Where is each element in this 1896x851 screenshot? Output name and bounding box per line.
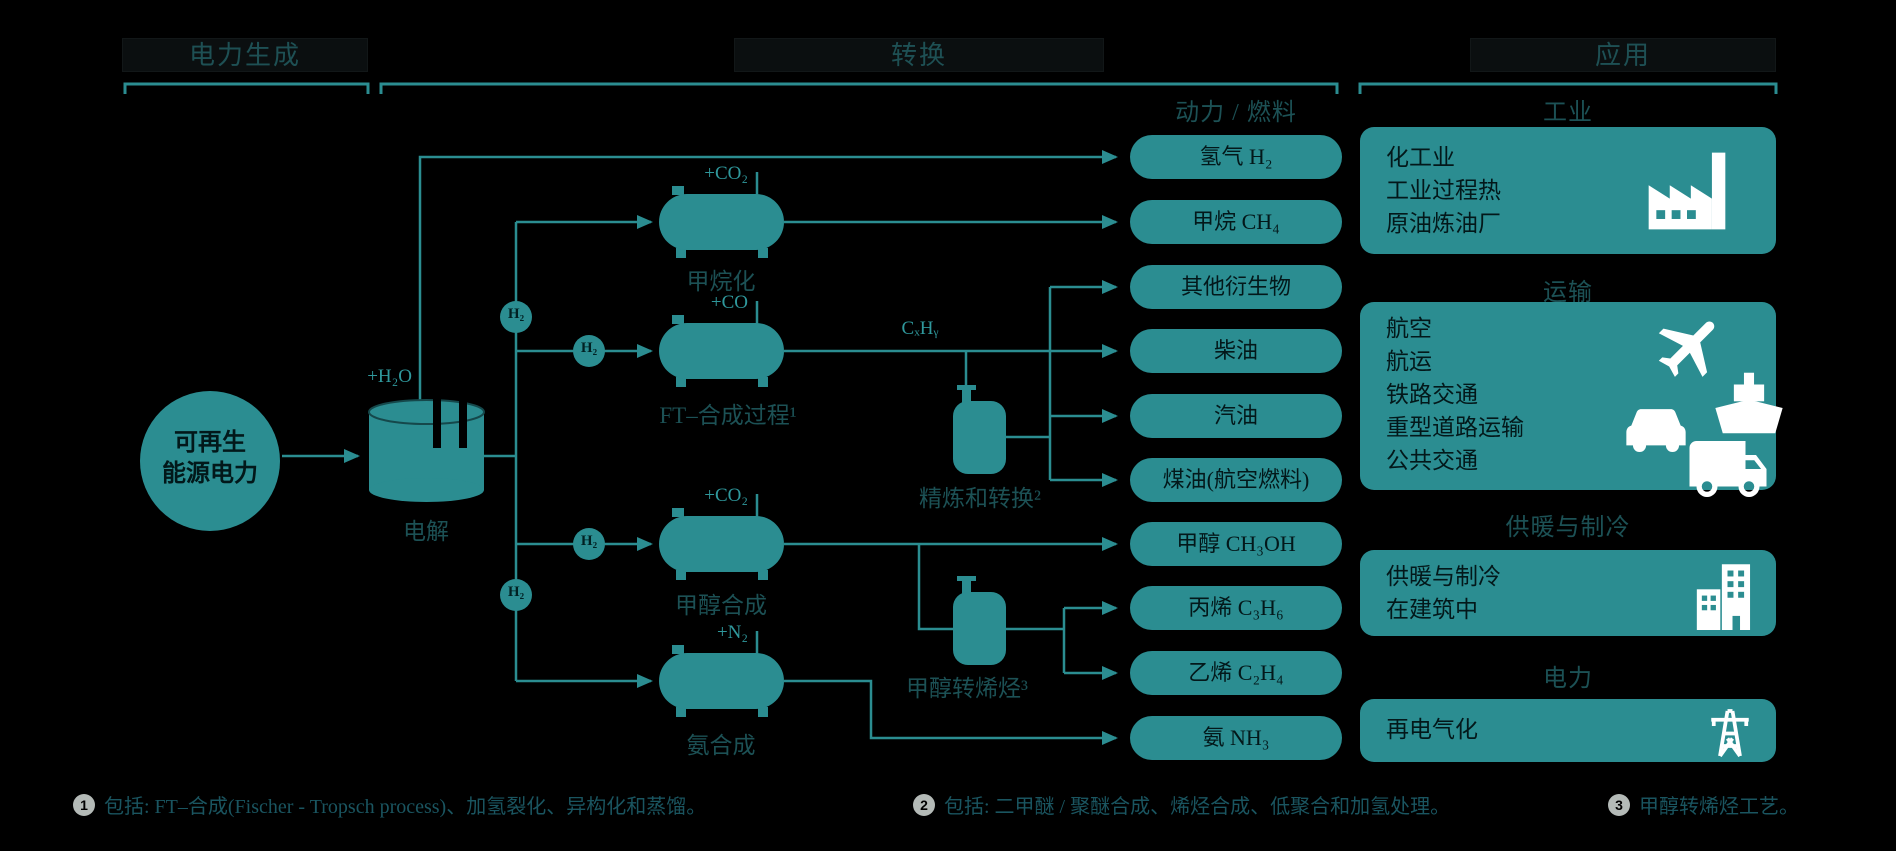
refining-label: 精炼和转换² xyxy=(919,486,1041,511)
fuel-pill-ethylene: 乙烯 C₂H₄ xyxy=(1130,651,1342,695)
methanol-synthesis-label: 甲醇合成 xyxy=(675,593,767,618)
application-box-transport: 航空 航运 铁路交通 重型道路运输 公共交通 xyxy=(1360,302,1783,497)
mto-label: 甲醇转烯烃³ xyxy=(906,676,1028,701)
subtitle-heating: 供暖与制冷 xyxy=(1505,515,1631,541)
header-power-generation: 电力生成 xyxy=(122,38,368,72)
methanol-feed-label: +CO₂ xyxy=(704,485,748,506)
fuel-pill-kerosene: 煤油(航空燃料) xyxy=(1130,458,1342,502)
footnote-3-marker: 3 xyxy=(1608,793,1630,816)
footnote-1-text: 包括: FT–合成(Fischer - Tropsch process)、加氢裂… xyxy=(104,796,707,818)
h2-badge: H₂ xyxy=(507,584,525,600)
application-box-heating: 供暖与制冷 在建筑中 xyxy=(1360,550,1776,636)
h2-to-hydrogen-line xyxy=(418,150,1118,405)
footnote-2: 2 包括: 二甲醚 / 聚醚合成、烯烃合成、低聚合和加氢处理。 xyxy=(913,790,1450,819)
ft-synthesis-label: FT–合成过程¹ xyxy=(659,403,797,428)
h2-junction-circles xyxy=(500,301,605,611)
refining-vessel xyxy=(953,385,1006,474)
building-icon xyxy=(1686,558,1764,630)
electrode-pins xyxy=(428,376,472,448)
footnote-2-text: 包括: 二甲醚 / 聚醚合成、烯烃合成、低聚合和加氢处理。 xyxy=(944,796,1451,818)
ft-synthesis-tank xyxy=(659,315,784,387)
electrolysis-label: 电解 xyxy=(403,519,449,544)
plane-icon xyxy=(1636,292,1746,402)
fuel-pill-ammonia: 氨 NH₃ xyxy=(1130,716,1342,760)
fuel-pill-gasoline: 汽油 xyxy=(1130,394,1342,438)
footnote-3-text: 甲醇转烯烃工艺。 xyxy=(1639,796,1799,818)
power-body: 再电气化 xyxy=(1386,717,1478,742)
transport-body: 航空 航运 铁路交通 重型道路运输 公共交通 xyxy=(1386,316,1524,473)
fuel-pill-hydrogen: 氢气 H₂ xyxy=(1130,135,1342,179)
footnote-1-marker: 1 xyxy=(73,793,95,816)
subtitle-power: 电力 xyxy=(1543,666,1593,692)
factory-icon xyxy=(1632,145,1742,237)
fuel-pill-derivatives: 其他衍生物 xyxy=(1130,265,1342,309)
power-tower-icon xyxy=(1700,701,1760,761)
methanation-label: 甲烷化 xyxy=(686,269,756,294)
cxhy-label: CₓHᵧ xyxy=(901,318,939,339)
ammonia-synthesis-tank xyxy=(659,645,784,717)
footnote-2-marker: 2 xyxy=(913,793,935,816)
header-application: 应用 xyxy=(1470,38,1776,72)
heating-body: 供暖与制冷 在建筑中 xyxy=(1386,564,1501,622)
footnote-1: 1 包括: FT–合成(Fischer - Tropsch process)、加… xyxy=(73,790,706,819)
ammonia-synthesis-label: 氨合成 xyxy=(686,733,756,758)
ammonia-feed-label: +N₂ xyxy=(716,622,748,643)
section-bracket-lines xyxy=(123,82,1778,94)
ship-icon xyxy=(1708,366,1790,440)
mto-vessel xyxy=(953,576,1006,665)
application-box-power: 再电气化 xyxy=(1360,699,1776,762)
mto-feed xyxy=(917,544,953,631)
renewable-source-label: 可再生 能源电力 xyxy=(162,430,258,488)
subtitle-power-fuels: 动力 / 燃料 xyxy=(1175,100,1297,126)
car-icon xyxy=(1616,396,1696,452)
header-conversion: 转换 xyxy=(734,38,1104,72)
truck-icon xyxy=(1682,434,1774,504)
subtitle-industry: 工业 xyxy=(1543,100,1593,126)
methanation-feed-label: +CO₂ xyxy=(704,163,748,184)
fuel-pill-methane: 甲烷 CH₄ xyxy=(1130,200,1342,244)
methanation-tank xyxy=(659,186,784,258)
application-box-industry: 化工业 工业过程热 原油炼油厂 xyxy=(1360,127,1776,254)
water-input-label: +H₂O xyxy=(367,366,412,387)
fuel-pill-propylene: 丙烯 C₃H₆ xyxy=(1130,586,1342,630)
electrolyzer-vessel xyxy=(368,376,485,502)
methanol-synthesis-tank xyxy=(659,508,784,580)
fuel-pill-diesel: 柴油 xyxy=(1130,329,1342,373)
fuel-pill-methanol: 甲醇 CH₃OH xyxy=(1130,522,1342,566)
h2-badge: H₂ xyxy=(507,306,525,322)
h2-badge: H₂ xyxy=(580,533,598,549)
ft-feed-label: +CO xyxy=(710,292,748,313)
h2-badge: H₂ xyxy=(580,340,598,356)
subtitle-transport: 运输 xyxy=(1543,280,1593,306)
renewable-source-circle xyxy=(140,391,280,531)
industry-body: 化工业 工业过程热 原油炼油厂 xyxy=(1386,145,1501,236)
footnote-3: 3 甲醇转烯烃工艺。 xyxy=(1608,790,1799,819)
ammonia-to-pill xyxy=(784,679,1118,745)
